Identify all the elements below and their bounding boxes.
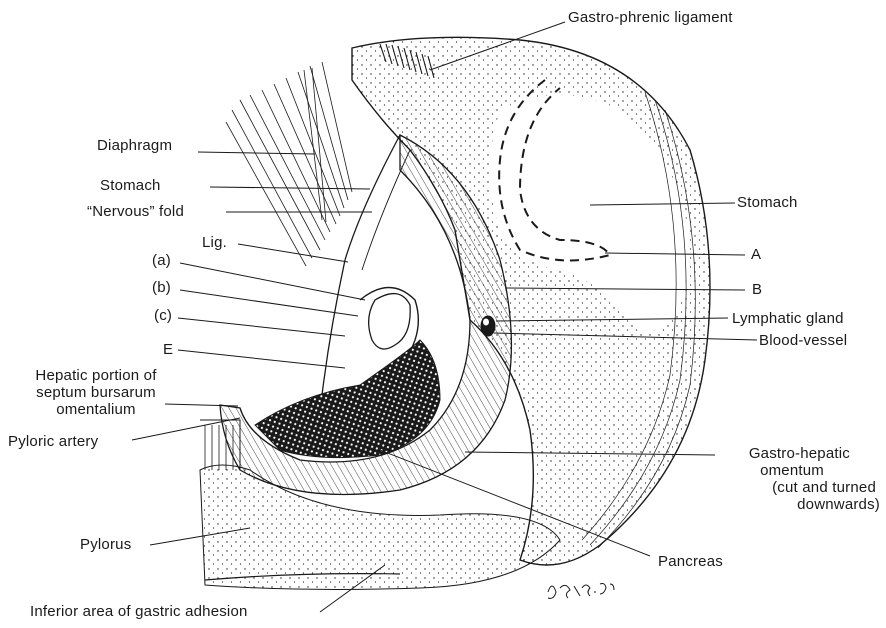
- gastro-hepatic-line-1: Gastro-hepatic: [700, 445, 880, 462]
- label-stomach-left: Stomach: [100, 177, 161, 194]
- label-b: (b): [152, 279, 171, 296]
- gastro-hepatic-line-3: (cut and turned: [700, 479, 880, 496]
- artist-signature-mark: [548, 584, 614, 599]
- epiploic-opening: [369, 294, 411, 349]
- label-lymphatic-gland: Lymphatic gland: [732, 310, 844, 327]
- hepatic-portion-line-3: omentalium: [16, 401, 176, 418]
- label-pancreas: Pancreas: [658, 553, 723, 570]
- label-stomach-right: Stomach: [737, 194, 798, 211]
- label-lig: Lig.: [202, 234, 227, 251]
- label-blood-vessel: Blood-vessel: [759, 332, 847, 349]
- gastro-hepatic-line-2: omentum: [700, 462, 880, 479]
- hepatic-portion-line-1: Hepatic portion of: [16, 367, 176, 384]
- label-pylorus: Pylorus: [80, 536, 131, 553]
- label-diaphragm: Diaphragm: [97, 137, 172, 154]
- label-c: (c): [154, 307, 172, 324]
- lymphatic-gland: [481, 316, 495, 336]
- hepatic-portion-line-2: septum bursarum: [16, 384, 176, 401]
- gastro-hepatic-line-4: downwards): [700, 496, 880, 513]
- label-inferior-area: Inferior area of gastric adhesion: [30, 603, 248, 620]
- label-a: (a): [152, 252, 171, 269]
- label-gastro-hepatic-omentum: Gastro-hepatic omentum (cut and turned d…: [700, 445, 880, 513]
- label-nervous-fold: “Nervous” fold: [87, 203, 184, 220]
- label-e: E: [163, 341, 173, 358]
- label-letter-a: A: [751, 246, 761, 263]
- label-hepatic-portion: Hepatic portion of septum bursarum oment…: [16, 367, 176, 418]
- label-letter-b: B: [752, 281, 762, 298]
- diaphragm-fibres: [226, 62, 352, 266]
- label-gastro-phrenic-ligament: Gastro-phrenic ligament: [568, 9, 733, 26]
- pancreas-region: [255, 340, 440, 458]
- label-pyloric-artery: Pyloric artery: [8, 433, 98, 450]
